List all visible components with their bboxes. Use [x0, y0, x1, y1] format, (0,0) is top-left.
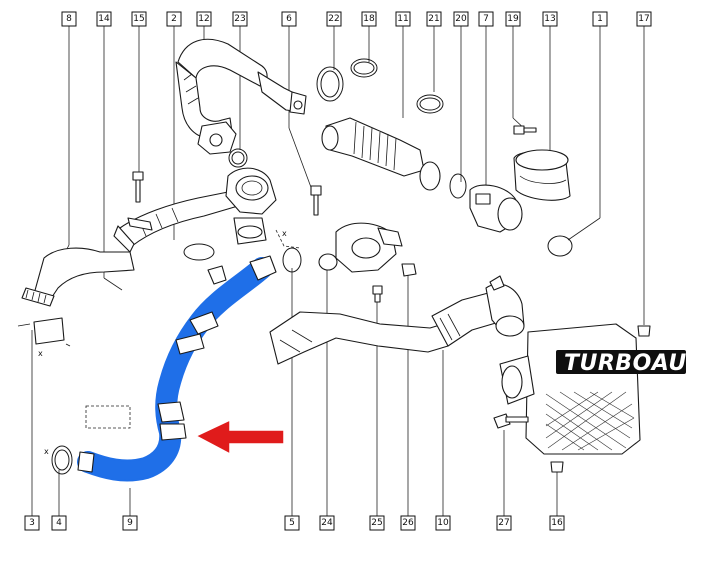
callout-18-label: 18 [363, 14, 375, 24]
callout-26: 26 [400, 515, 416, 531]
hose-9-body [79, 259, 271, 480]
callout-21-label: 21 [428, 14, 439, 24]
part-10-intake-pipe [269, 275, 525, 365]
turbo-logo-text: TURBOAUTY [564, 351, 720, 376]
callout-25-label: 25 [371, 518, 382, 528]
part-9-highlighted-hose [77, 255, 277, 482]
callout-20: 20 [453, 11, 469, 27]
callout-10-label: 10 [437, 518, 449, 528]
callout-7-label: 7 [483, 14, 489, 24]
callout-11: 11 [395, 11, 411, 27]
callout-19-label: 19 [507, 14, 519, 24]
callout-18: 18 [361, 11, 377, 27]
callout-26-label: 26 [402, 518, 414, 528]
callout-16: 16 [549, 515, 565, 531]
callout-1: 1 [592, 11, 608, 27]
part-22-clamp [316, 66, 344, 102]
callout-23-label: 23 [234, 14, 245, 24]
callout-5-label: 5 [289, 518, 295, 528]
part-5-gasket [275, 229, 302, 273]
callout-27-label: 27 [498, 518, 509, 528]
part-14-left-intake-pipe [113, 191, 239, 253]
callout-23: 23 [232, 11, 248, 27]
part-8-left-elbow [21, 247, 135, 307]
callout-12: 12 [196, 11, 212, 27]
part-7-air-flow-sensor [469, 184, 523, 233]
leader-lines [31, 25, 645, 518]
callout-14-label: 14 [98, 14, 110, 24]
part-25-bolt [372, 285, 383, 303]
part-1-ring [547, 235, 573, 257]
dim-mark-x-3: x [38, 349, 43, 358]
dim-mark-x-egr: x [282, 229, 287, 238]
callout-7: 7 [478, 11, 494, 27]
callouts-bottom: 3 4 9 5 24 25 26 10 27 16 [24, 515, 565, 531]
callout-6: 6 [281, 11, 297, 27]
part-12-upper-pipe [175, 38, 307, 155]
callout-25: 25 [369, 515, 385, 531]
part-23-gasket [228, 148, 248, 168]
part-27-bolt [493, 413, 529, 429]
callout-19: 19 [505, 11, 521, 27]
part-2-gasket [183, 243, 215, 261]
callout-24-label: 24 [321, 518, 333, 528]
part-6-bolt [310, 185, 322, 216]
callout-3-label: 3 [29, 518, 35, 528]
callout-9: 9 [122, 515, 138, 531]
callout-3: 3 [24, 515, 40, 531]
part-26-nut [401, 263, 417, 277]
part-4-clamp: x [44, 445, 73, 475]
part-21-clamp [416, 94, 444, 114]
hose-9-dashed-marker [85, 405, 131, 429]
callout-2: 2 [166, 11, 182, 27]
callout-20-label: 20 [455, 14, 467, 24]
part-13-sleeve [513, 149, 571, 201]
callout-4: 4 [51, 515, 67, 531]
part-15-bolt [132, 171, 144, 203]
callout-17-label: 17 [638, 14, 649, 24]
callout-8-label: 8 [66, 14, 72, 24]
callout-13: 13 [542, 11, 558, 27]
part-20-gasket [449, 173, 467, 199]
part-19-screw [513, 125, 537, 135]
callout-8: 8 [61, 11, 77, 27]
turbo-logo-badge [556, 350, 686, 374]
callout-5: 5 [284, 515, 300, 531]
callout-1-label: 1 [597, 14, 603, 24]
callout-27: 27 [496, 515, 512, 531]
callout-4-label: 4 [56, 518, 62, 528]
dim-mark-x-4: x [44, 447, 49, 456]
part-egr-valve [207, 167, 277, 285]
callout-13-label: 13 [544, 14, 555, 24]
red-pointer-arrow [194, 418, 285, 456]
callout-11-label: 11 [397, 14, 408, 24]
intercooler-fins [545, 391, 635, 451]
part-16-nut [550, 461, 564, 473]
callout-22-label: 22 [328, 14, 339, 24]
intercooler: TURBOAUTY [499, 323, 720, 455]
part-17-nut [637, 325, 651, 337]
part-11-corrugated-hose [321, 117, 441, 191]
callout-2-label: 2 [171, 14, 177, 24]
callout-24: 24 [319, 515, 335, 531]
callout-15: 15 [131, 11, 147, 27]
part-3-seal: x [17, 317, 71, 358]
callout-17: 17 [636, 11, 652, 27]
callouts-top: 8 14 15 2 12 23 6 22 18 11 21 20 7 19 13… [61, 11, 652, 27]
callout-10: 10 [435, 515, 451, 531]
callout-9-label: 9 [127, 518, 133, 528]
callout-12-label: 12 [198, 14, 209, 24]
part-24-throttle-housing [318, 222, 403, 273]
callout-14: 14 [96, 11, 112, 27]
part-18-clamp [350, 58, 378, 78]
callout-22: 22 [326, 11, 342, 27]
callout-16-label: 16 [551, 518, 563, 528]
dim-mark-x-egr-text: x [282, 229, 287, 238]
callout-21: 21 [426, 11, 442, 27]
callout-15-label: 15 [133, 14, 144, 24]
callout-6-label: 6 [286, 14, 292, 24]
